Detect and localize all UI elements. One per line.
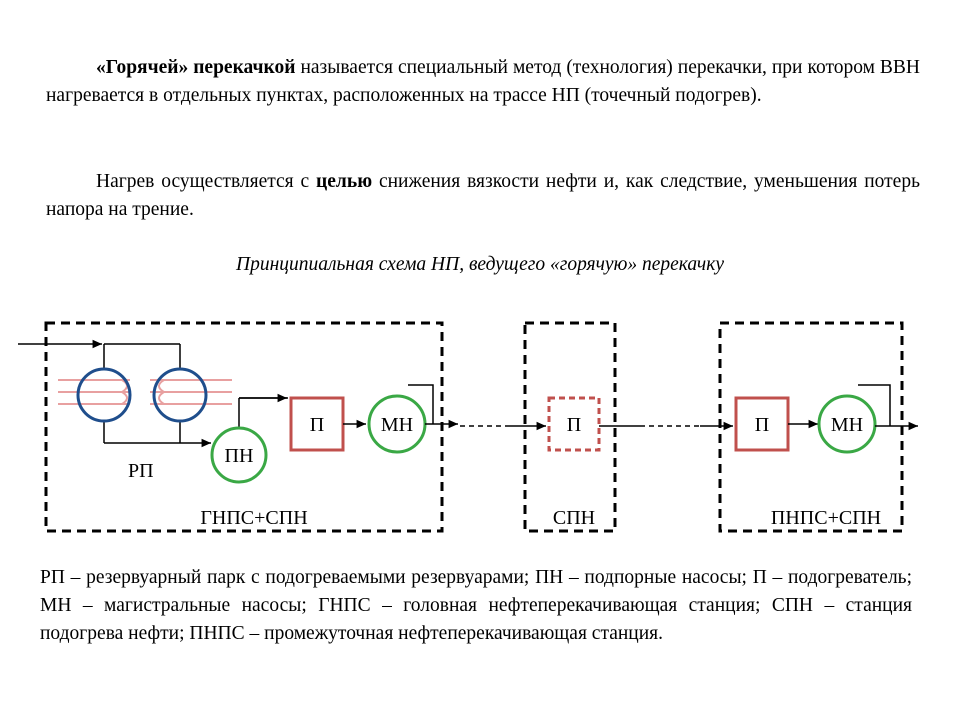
heater-box-3 xyxy=(734,396,790,452)
heater-box-2 xyxy=(547,396,601,452)
purpose-text-start: Нагрев осуществляется с xyxy=(96,171,317,192)
station-frame-pnps xyxy=(718,321,904,533)
booster-pump xyxy=(210,393,288,484)
diagram-caption: Принципиальная схема НП, ведущего «горяч… xyxy=(236,254,724,275)
purpose-paragraph: Нагрев осуществляется с целью снижения в… xyxy=(46,168,920,224)
label-mn-2: МН xyxy=(831,414,863,436)
main-pump-2-outlet xyxy=(858,384,891,426)
term-hot-pumping: «Горячей» перекачкой xyxy=(96,57,296,78)
definition-text: называется специальный метод (технология… xyxy=(46,57,920,106)
label-rp: РП xyxy=(128,460,154,482)
label-heater-1: П xyxy=(310,414,324,436)
label-heater-3: П xyxy=(755,414,769,436)
purpose-text-end: снижения вязкости нефти и, как следствие… xyxy=(46,171,920,220)
inlet-manifold xyxy=(18,339,211,448)
label-pn: ПН xyxy=(225,445,254,467)
purpose-keyword: целью xyxy=(316,171,373,192)
heated-tank-2 xyxy=(150,367,232,423)
label-heater-2: П xyxy=(567,414,581,436)
label-mn-1: МН xyxy=(381,414,413,436)
main-pump-1-outlet xyxy=(408,384,434,424)
intro-paragraph: «Горячей» перекачкой называется специаль… xyxy=(46,54,920,110)
label-station-gnps: ГНПС+СПН xyxy=(200,507,307,529)
label-station-spn: СПН xyxy=(553,507,595,529)
label-station-pnps: ПНПС+СПН xyxy=(771,507,881,529)
heated-tank-1 xyxy=(58,367,132,423)
main-pump-2 xyxy=(817,394,877,454)
pipeline-scheme-diagram: РП ПН П МН П П МН ГНПС+СПН СПН ПНПС+СПН xyxy=(18,321,918,533)
legend-paragraph: РП – резервуарный парк с подогреваемыми … xyxy=(40,567,912,644)
station-frame-gnps xyxy=(44,321,444,533)
station-frame-spn xyxy=(523,321,617,533)
